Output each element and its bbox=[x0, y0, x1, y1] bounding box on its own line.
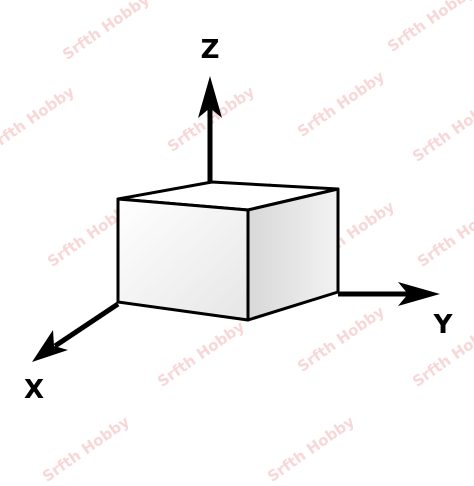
y-axis-label: Y bbox=[433, 310, 454, 340]
y-axis-arrowhead bbox=[398, 282, 440, 306]
x-axis-arrowhead bbox=[32, 330, 68, 362]
x-axis-line bbox=[53, 301, 120, 349]
x-axis-label: X bbox=[24, 375, 44, 405]
axes-cube-diagram: Z Y X bbox=[24, 35, 454, 405]
z-axis-label: Z bbox=[201, 35, 220, 65]
cube-side-face bbox=[246, 187, 340, 322]
cube-front-face bbox=[116, 197, 250, 322]
z-axis-arrowhead bbox=[198, 76, 222, 118]
